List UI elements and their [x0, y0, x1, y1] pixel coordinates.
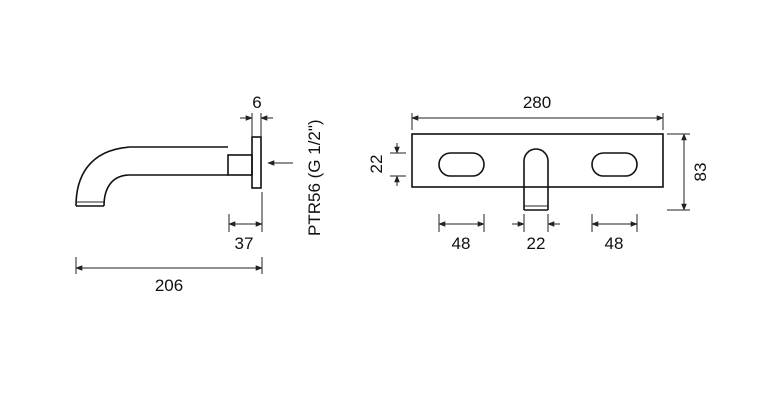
- connection-depth-label: 37: [235, 234, 254, 253]
- cover-plate: [411, 133, 664, 188]
- spout-outer-profile: [75, 146, 228, 207]
- spout-front: [523, 148, 549, 210]
- dimension-plate-height: 83: [667, 133, 710, 211]
- dimension-right-slot-width: 48: [591, 214, 638, 253]
- side-view: 6 PTR56 (G 1/2") 37 206: [75, 93, 324, 295]
- spout-width-label: 22: [527, 234, 546, 253]
- total-length-label: 206: [155, 276, 183, 295]
- dimension-plate-width: 280: [411, 93, 664, 130]
- dimension-flange-thickness: 6: [240, 93, 273, 137]
- wall-flange: [251, 136, 262, 189]
- dimension-slot-height: 22: [367, 143, 406, 186]
- flange-thickness-label: 6: [252, 93, 261, 112]
- dimension-spout-width: 22: [512, 214, 560, 253]
- plate-height-label: 83: [691, 163, 710, 182]
- connection-block: [227, 154, 253, 176]
- left-handle-slot: [438, 152, 485, 177]
- left-slot-width-label: 48: [452, 234, 471, 253]
- front-view: 280 83 22 48 2: [367, 93, 710, 253]
- spout-inner-profile: [103, 174, 228, 207]
- dimension-connection-depth: 37: [228, 192, 263, 253]
- right-handle-slot: [591, 152, 638, 177]
- dimension-left-slot-width: 48: [438, 214, 485, 253]
- right-slot-width-label: 48: [605, 234, 624, 253]
- connection-label: PTR56 (G 1/2"): [305, 119, 324, 236]
- dimension-total-length: 206: [75, 257, 263, 295]
- slot-height-label: 22: [367, 155, 386, 174]
- plate-width-label: 280: [523, 93, 551, 112]
